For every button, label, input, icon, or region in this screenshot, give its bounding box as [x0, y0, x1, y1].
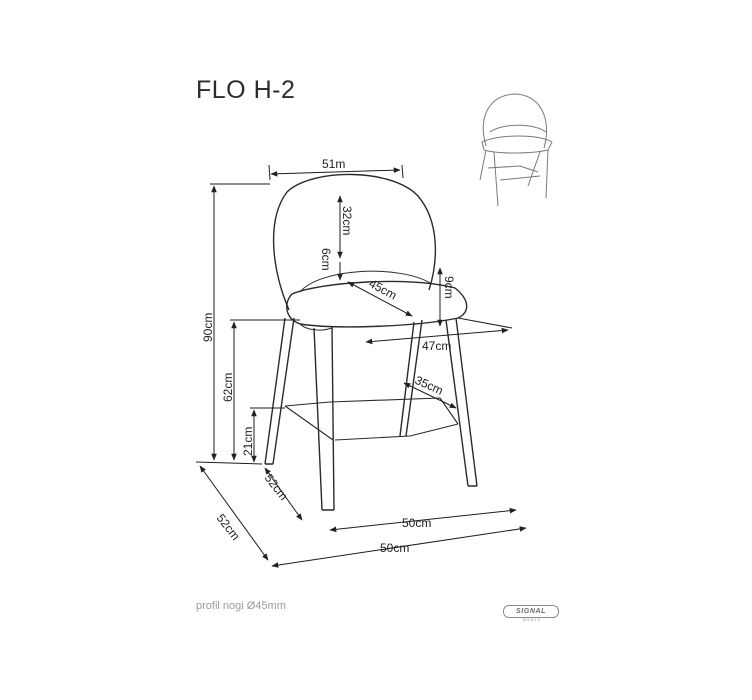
dim-base-depth-outer: 52cm [214, 511, 243, 543]
dim-back-gap: 6cm [319, 248, 333, 271]
dim-width-top: 51m [322, 157, 345, 171]
chair-thumbnail [479, 93, 553, 207]
dimension-lines [195, 164, 527, 568]
dim-seat-thickness: 9cm [442, 276, 456, 299]
dim-seat-height: 62cm [221, 373, 235, 402]
product-title: FLO H-2 [196, 76, 296, 104]
dim-total-height: 90cm [201, 313, 215, 342]
chair-backrest [272, 173, 437, 311]
chair-footrest [284, 397, 459, 441]
dim-footrest-height: 21cm [241, 427, 255, 456]
chair-backrest-inner [299, 270, 433, 293]
chair-leg-front-left [313, 325, 335, 511]
dim-base-width-inner: 50cm [402, 516, 431, 530]
dim-base-width-outer: 50cm [380, 541, 409, 555]
chair-leg-back-left [264, 317, 295, 465]
logo-main-text: SIGNAL [503, 605, 559, 618]
dimension-labels: 51m 32cm 6cm 45cm 9cm 90cm 62cm 47cm 35c… [201, 157, 456, 555]
dim-seat-width: 47cm [422, 339, 451, 353]
dim-back-height: 32cm [340, 206, 354, 235]
leg-profile-note: profil nogi Ø45mm [196, 600, 286, 612]
chair-leg-front-right [445, 317, 478, 487]
logo-sub-text: MEBLE [523, 617, 542, 622]
signal-logo: SIGNAL MEBLE [501, 605, 561, 623]
dim-footrest-depth: 35cm [413, 373, 446, 398]
dim-seat-depth: 45cm [367, 276, 399, 302]
